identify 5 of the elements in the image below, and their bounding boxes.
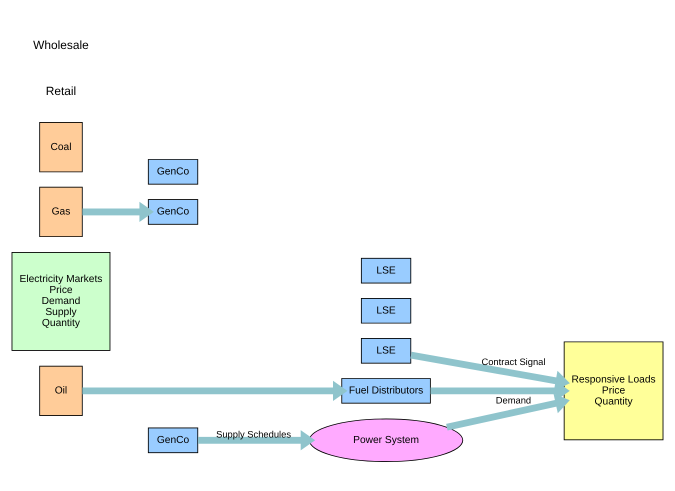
label: Retail	[46, 83, 76, 98]
edge-label: Contract Signal	[481, 356, 546, 367]
label: Wholesale	[33, 37, 89, 52]
edge-label: Demand	[496, 394, 532, 405]
edge-label: Supply Schedules	[216, 429, 292, 440]
